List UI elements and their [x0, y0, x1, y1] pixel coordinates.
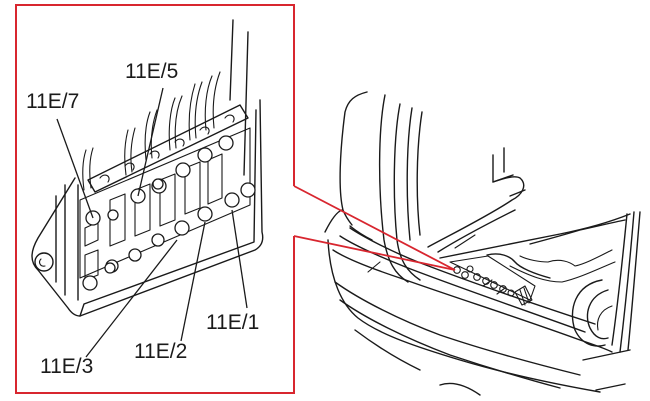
component-labels: 11E/5 11E/7 11E/1 11E/2 11E/3 — [26, 60, 259, 378]
fuse-connectors — [82, 135, 256, 291]
leader-11e5 — [137, 87, 164, 197]
leader-lines — [56, 87, 248, 358]
leader-11e7 — [56, 118, 94, 219]
label-11e2: 11E/2 — [134, 340, 187, 363]
leader-11e3 — [85, 239, 178, 358]
label-11e7: 11E/7 — [26, 90, 79, 113]
label-11e5: 11E/5 — [125, 60, 178, 83]
leader-11e1 — [231, 209, 248, 309]
detail-inset-frame — [15, 4, 456, 394]
label-11e3: 11E/3 — [40, 355, 93, 378]
callout-pointer — [293, 185, 456, 271]
vehicle-rear-drawing — [324, 91, 641, 396]
label-11e1: 11E/1 — [206, 311, 259, 334]
vehicle-fuse-box-location — [449, 255, 536, 306]
leader-11e2 — [180, 221, 206, 342]
fuse-box-detail-drawing — [31, 19, 264, 317]
